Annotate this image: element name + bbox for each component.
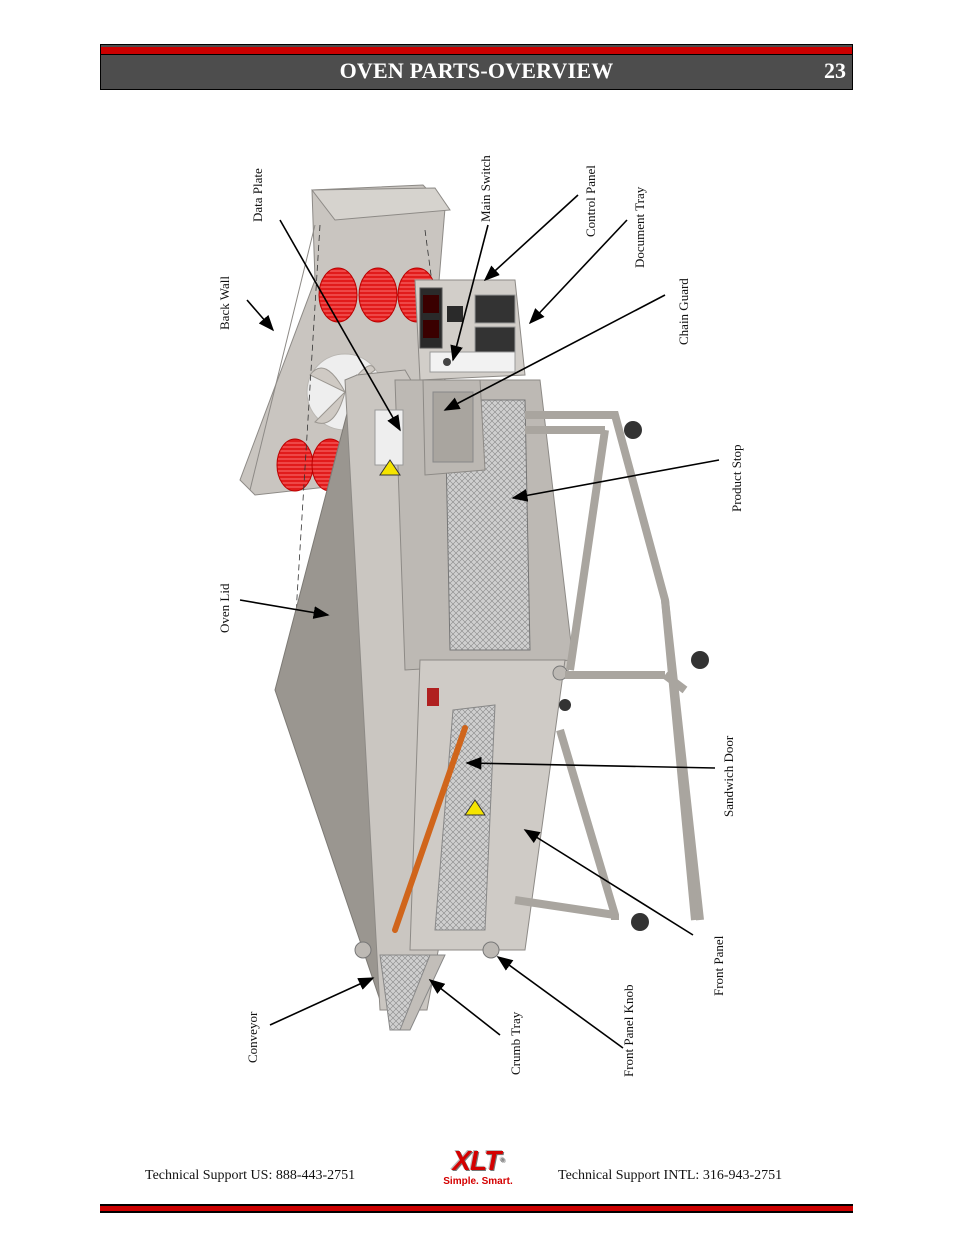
logo-registered-icon: ®	[500, 1158, 505, 1164]
oven-body	[344, 279, 576, 1031]
callout-control-panel: Control Panel	[583, 165, 598, 237]
xlt-logo: XLT® Simple. Smart.	[430, 1146, 526, 1194]
header-accent-bar	[101, 47, 852, 55]
footer-accent-bar	[100, 1204, 853, 1213]
callout-crumb-tray: Crumb Tray	[508, 1011, 523, 1075]
callout-product-stop: Product Stop	[729, 444, 744, 512]
page-header: OVEN PARTS-OVERVIEW 23	[100, 44, 853, 90]
callout-front-panel-knob: Front Panel Knob	[621, 984, 636, 1077]
callout-conveyor: Conveyor	[245, 1011, 260, 1063]
callout-data-plate: Data Plate	[250, 168, 265, 222]
page-number: 23	[824, 58, 846, 83]
oven-illustration	[239, 184, 720, 1049]
oven-stand	[514, 411, 704, 921]
callout-oven-lid: Oven Lid	[217, 583, 232, 633]
callout-chain-guard: Chain Guard	[676, 278, 691, 345]
support-intl-phone: Technical Support INTL: 316-943-2751	[558, 1168, 783, 1183]
logo-mark: XLT	[452, 1145, 501, 1176]
oven-parts-diagram: Back Wall Data Plate Main Switch Control…	[195, 130, 755, 1090]
logo-tagline: Simple. Smart.	[443, 1176, 513, 1187]
callout-main-switch: Main Switch	[478, 155, 493, 222]
callout-back-wall: Back Wall	[217, 276, 232, 330]
support-us-phone: Technical Support US: 888-443-2751	[145, 1168, 356, 1183]
casters	[559, 421, 709, 931]
callout-sandwich-door: Sandwich Door	[721, 735, 736, 817]
page-title: OVEN PARTS-OVERVIEW	[339, 58, 614, 83]
page-footer: Technical Support US: 888-443-2751 XLT® …	[100, 1140, 853, 1200]
callout-front-panel: Front Panel	[711, 935, 726, 996]
xlt-badge	[427, 688, 439, 706]
callout-document-tray: Document Tray	[632, 186, 647, 268]
